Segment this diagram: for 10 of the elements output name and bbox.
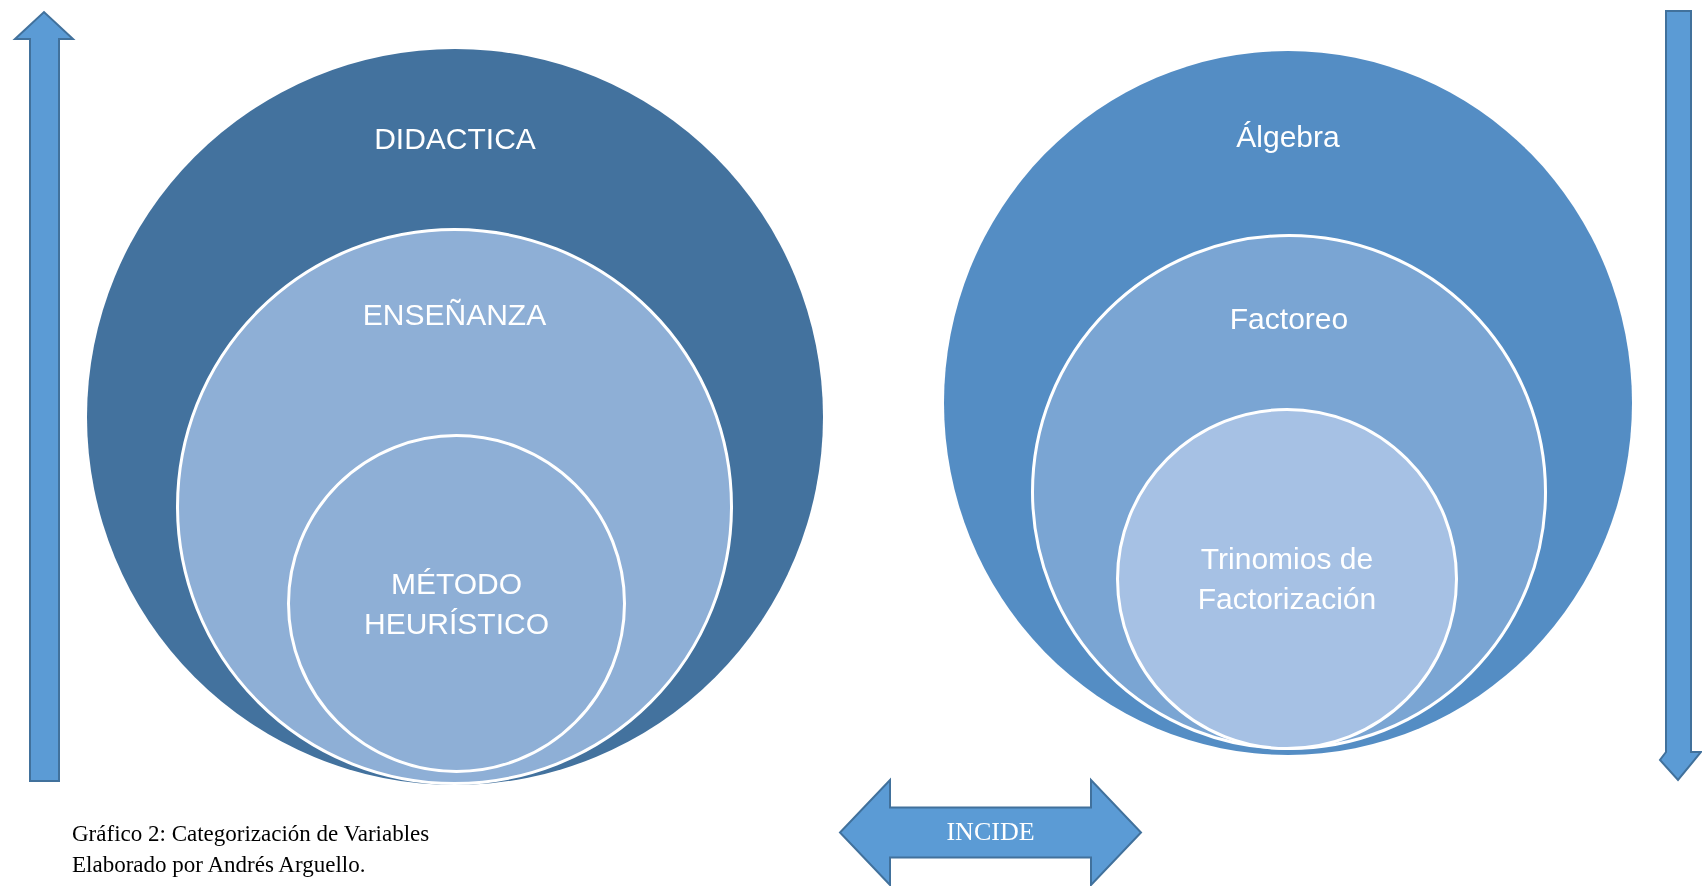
note: Elaborado por Andrés Arguello. (72, 852, 366, 878)
edge-label: INCIDE (946, 816, 1035, 847)
caption: Gráfico 2: Categorización de Variables (72, 821, 430, 847)
circle-label: ENSEÑANZA (361, 297, 548, 333)
circle-label: Trinomios de Factorización (1196, 541, 1378, 617)
circle-label: Álgebra (1235, 119, 1341, 155)
circle-label: DIDACTICA (373, 121, 537, 157)
double-arrow (838, 777, 1143, 886)
circle-label: Factoreo (1228, 301, 1350, 337)
circle-label: MÉTODO HEURÍSTICO (363, 565, 550, 642)
